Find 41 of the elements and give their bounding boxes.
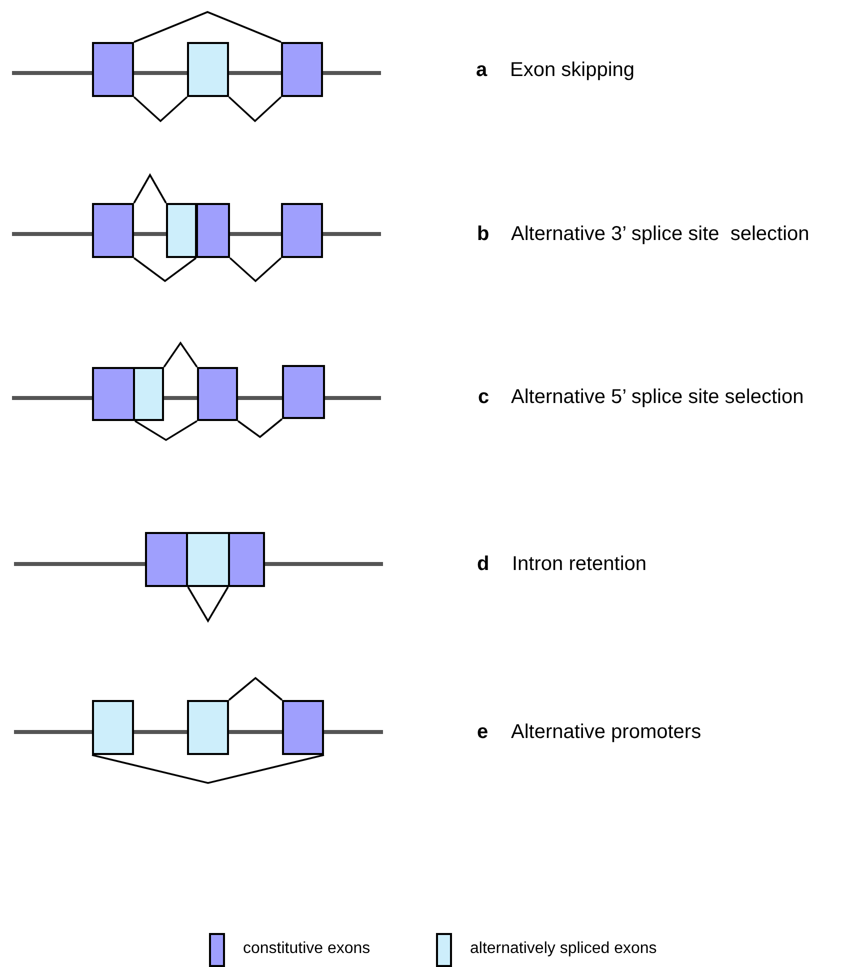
splice-junction-line [92,754,324,784]
splice-junction-line [228,96,282,122]
splice-junction-line [228,676,283,701]
panel-letter: e [477,720,488,744]
legend-label: constitutive exons [243,939,370,959]
exon-box [92,367,135,421]
exon-box [281,203,323,258]
splice-junction-line [163,341,198,368]
exon-box [166,203,197,258]
exon-box [282,365,325,419]
panel-title: Exon skipping [510,58,635,82]
exon-box [133,367,164,421]
exon-box [92,42,134,97]
splice-junction-line [237,418,283,438]
exon-box [187,42,229,97]
splice-junction-line [229,257,282,282]
splice-junction-line [134,11,282,43]
panel-title: Alternative promoters [511,720,702,744]
splice-junction-line [187,586,229,623]
splice-junction-line [133,257,197,282]
splice-junction-line [133,96,188,122]
panel-title: Alternative 3’ splice site selection [511,222,810,246]
exon-box [282,700,324,755]
panel-letter: a [476,58,488,82]
exon-box [228,532,265,587]
splice-junction-line [133,173,167,204]
exon-box [281,42,323,97]
exon-box [196,203,230,258]
panel-title: Alternative 5’ splice site selection [511,385,804,409]
exon-box [92,700,134,755]
legend-label: alternatively spliced exons [470,939,657,959]
exon-box [145,532,188,587]
exon-box [92,203,134,258]
panel-title: Intron retention [512,552,647,576]
exon-box [186,532,230,587]
panel-letter: b [477,222,490,246]
exon-box [197,367,238,421]
splice-junction-line [134,420,198,442]
panel-letter: c [478,385,490,409]
exon-box [187,700,229,755]
panel-letter: d [477,552,490,576]
